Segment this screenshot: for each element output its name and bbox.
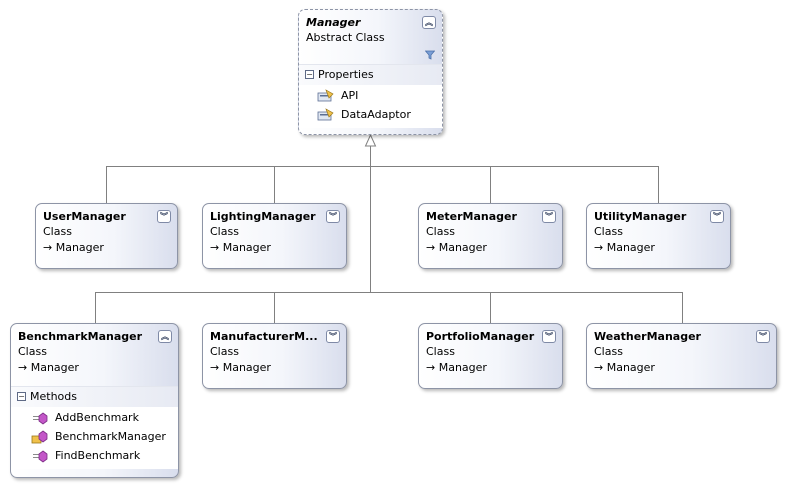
expand-icon[interactable]: ︾ [710,210,724,223]
filter-icon[interactable] [425,50,435,60]
method-list: AddBenchmark BenchmarkManager FindBenchm… [11,407,178,469]
benchmarkmanager-class-shape[interactable]: BenchmarkManager Class → Manager ︽ −Meth… [10,323,179,478]
lightingmanager-class-shape[interactable]: LightingManager Class → Manager ︾ [202,203,347,269]
base-class-label: → Manager [210,241,271,254]
base-class-label: → Manager [210,361,271,374]
class-kind: Class [594,225,623,238]
method-item[interactable]: AddBenchmark [31,408,178,427]
collapse-icon[interactable]: ︽ [158,330,172,343]
class-name: BenchmarkManager [18,330,143,343]
base-class-label: → Manager [18,361,79,374]
methods-section-header[interactable]: −Methods [17,390,77,403]
usermanager-class-shape[interactable]: UserManager Class → Manager ︾ [35,203,178,269]
method-item[interactable]: FindBenchmark [31,446,178,465]
base-class-label: → Manager [594,241,655,254]
utilitymanager-class-shape[interactable]: UtilityManager Class → Manager ︾ [586,203,731,269]
expand-icon[interactable]: ︾ [542,330,556,343]
class-kind: Class [43,225,72,238]
method-icon [33,450,48,463]
metermanager-class-shape[interactable]: MeterManager Class → Manager ︾ [418,203,563,269]
weathermanager-class-shape[interactable]: WeatherManager Class → Manager ︾ [586,323,777,389]
class-name: Manager [306,16,361,29]
class-name: MeterManager [426,210,517,223]
minus-icon[interactable]: − [305,70,314,79]
expand-icon[interactable]: ︾ [157,210,171,223]
base-class-label: → Manager [594,361,655,374]
property-list: API DataAdaptor [299,85,442,128]
expand-icon[interactable]: ︾ [756,330,770,343]
class-kind: Abstract Class [306,31,385,44]
property-item[interactable]: API [317,86,442,105]
class-name: LightingManager [210,210,316,223]
properties-section: −Properties [299,64,442,85]
manager-class-shape[interactable]: Manager Abstract Class ︽ −Properties API… [298,9,443,135]
class-kind: Class [594,345,623,358]
class-kind: Class [426,345,455,358]
expand-icon[interactable]: ︾ [542,210,556,223]
property-item[interactable]: DataAdaptor [317,105,442,124]
collapse-icon[interactable]: ︽ [422,16,436,29]
manufacturermanager-class-shape[interactable]: ManufacturerM... Class → Manager ︾ [202,323,347,389]
method-item[interactable]: BenchmarkManager [31,427,178,446]
class-name: UtilityManager [594,210,687,223]
method-icon [33,412,48,425]
property-icon [317,108,334,121]
constructor-icon [31,430,48,444]
minus-icon[interactable]: − [17,392,26,401]
base-class-label: → Manager [426,241,487,254]
class-name: PortfolioManager [426,330,535,343]
expand-icon[interactable]: ︾ [326,330,340,343]
class-kind: Class [426,225,455,238]
class-name: WeatherManager [594,330,701,343]
methods-section: −Methods [11,386,178,407]
inheritance-arrowhead [364,133,377,147]
base-class-label: → Manager [426,361,487,374]
class-kind: Class [210,225,239,238]
property-icon [317,89,334,102]
portfoliomanager-class-shape[interactable]: PortfolioManager Class → Manager ︾ [418,323,563,389]
properties-section-header[interactable]: −Properties [305,68,374,81]
class-name: ManufacturerM... [210,330,318,343]
class-kind: Class [18,345,47,358]
class-kind: Class [210,345,239,358]
class-name: UserManager [43,210,126,223]
expand-icon[interactable]: ︾ [326,210,340,223]
base-class-label: → Manager [43,241,104,254]
